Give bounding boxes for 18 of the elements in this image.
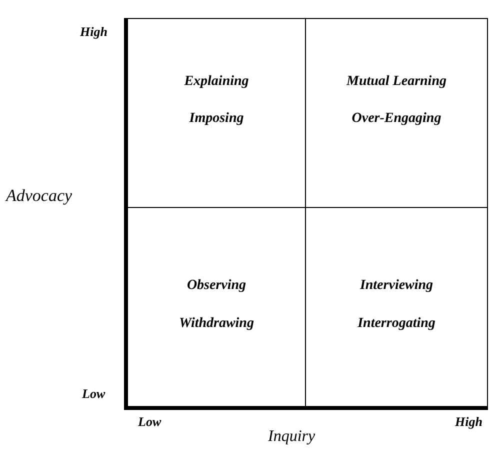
axis-tick-label: Low — [138, 414, 162, 430]
quadrant-label: Explaining — [184, 74, 249, 90]
quadrant-box — [305, 207, 488, 407]
quadrant-box — [305, 18, 488, 208]
quadrant-label: Over-Engaging — [352, 111, 442, 127]
quadrant-label: Withdrawing — [179, 316, 254, 332]
quadrant-label: Imposing — [189, 111, 244, 127]
quadrant-label: Interviewing — [360, 278, 434, 294]
quadrant-label: Observing — [186, 278, 246, 294]
quadrant-box — [127, 207, 306, 407]
axis-tick-label: High — [80, 24, 108, 40]
axis-tick-label: High — [455, 414, 482, 430]
axis-title: Inquiry — [268, 428, 316, 446]
quadrant-label: Mutual Learning — [346, 74, 446, 90]
axis-title: Advocacy — [6, 186, 72, 206]
axis-tick-label: Low — [82, 386, 106, 402]
quadrant-box — [127, 18, 306, 208]
quadrant-label: Interrogating — [358, 316, 436, 332]
